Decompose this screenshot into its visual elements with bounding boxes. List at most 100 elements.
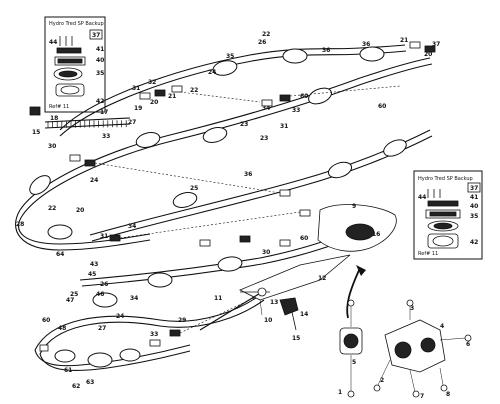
fitting [409, 41, 421, 49]
inset-part-number: 41 [470, 194, 478, 201]
pivot-wheel [394, 341, 412, 359]
inset-part-number: 44 [49, 39, 57, 46]
pivot-pin [412, 390, 420, 398]
inset-number: 37 [92, 32, 100, 39]
part-number-label: 31 [100, 233, 108, 240]
inset-ref-code: Ref# 11 [49, 104, 69, 110]
inset-title: Hydro Tred SP Backup [418, 176, 473, 182]
fitting [84, 159, 96, 167]
hose-float [217, 256, 243, 272]
inset-part-number: 40 [96, 57, 104, 64]
hose-lowest-bottom [39, 299, 265, 355]
hose-left-loop-bottom [18, 215, 151, 245]
rod-assembly [199, 287, 267, 331]
cleaner-foot [279, 297, 299, 316]
hose-float [172, 192, 198, 208]
hose-floats [29, 46, 407, 368]
part-number-label: 62 [72, 383, 80, 390]
inset-part-number: 42 [96, 98, 104, 105]
part-number-label: 60 [300, 235, 308, 242]
rod [199, 291, 263, 331]
part-number-label: 31 [132, 85, 140, 92]
fitting [29, 106, 41, 116]
fitting [39, 344, 49, 352]
inset-number: 37 [470, 185, 478, 192]
part-number-label: 61 [64, 367, 72, 374]
part-number-label: 2 [380, 377, 384, 384]
inset-title: Hydro Tred SP Backup [49, 21, 104, 27]
part-number-label: 36 [244, 171, 252, 178]
part-number-label: 22 [262, 31, 270, 38]
inset-parts-icons [425, 189, 461, 249]
hose-float [212, 60, 238, 76]
part-number-label: 45 [88, 271, 96, 278]
part-number-label: 17 [100, 109, 108, 116]
hose-float [92, 292, 118, 308]
swivel-cap [347, 390, 355, 398]
part-number-label: 20 [424, 51, 432, 58]
part-number-label: 27 [98, 325, 106, 332]
inset-ref-code: Ref# 11 [418, 251, 438, 257]
inset-part-number: 42 [470, 239, 478, 246]
part-number-label: 22 [48, 205, 56, 212]
part-number-label: 20 [76, 207, 84, 214]
part-number-label: 48 [58, 325, 66, 332]
hose-float [147, 272, 173, 288]
inset-top-left: Hydro Tred SP Backup 37 44 41 40 35 42 R… [44, 16, 106, 113]
flow-arrow [346, 267, 361, 319]
fitting [279, 189, 291, 197]
part-number-label: 37 [432, 41, 440, 48]
pivot-wheel [420, 337, 436, 353]
flow-arrow-head [356, 265, 366, 276]
hose-float [202, 127, 228, 143]
cleaner-assembly [239, 204, 397, 331]
part-number-label: 32 [148, 79, 156, 86]
part-number-label: 15 [32, 129, 40, 136]
part-number-label: 9 [352, 203, 356, 210]
part-number-label: 34 [130, 295, 138, 302]
hose-float [135, 132, 161, 148]
part-number-label: 27 [128, 119, 136, 126]
inset-part-number: 41 [96, 46, 104, 53]
fittings [29, 41, 436, 352]
inset-part-number: 35 [96, 70, 104, 77]
part-number-label: 18 [50, 115, 58, 122]
hose-float [119, 348, 141, 362]
part-number-label: 36 [322, 47, 330, 54]
pivot-pin [373, 384, 381, 392]
part-number-label: 3 [410, 305, 414, 312]
coil-hose [44, 117, 131, 123]
part-number-label: 21 [168, 93, 176, 100]
fitting [199, 239, 211, 247]
pivot-pin [406, 299, 414, 307]
hose-float [282, 48, 308, 64]
part-number-label: 21 [400, 37, 408, 44]
part-number-label: 47 [66, 297, 74, 304]
swivel-core [343, 333, 359, 349]
fitting [149, 339, 161, 347]
fitting [69, 154, 81, 162]
part-number-label: 33 [150, 331, 158, 338]
part-number-label: 35 [226, 53, 234, 60]
part-number-label: 46 [96, 291, 104, 298]
fitting [299, 209, 311, 217]
part-number-label: 26 [258, 39, 266, 46]
hose-middle-top [19, 57, 431, 211]
hose-float [54, 349, 76, 363]
hose-float [87, 352, 113, 368]
part-number-label: 7 [420, 393, 424, 400]
inset-parts-icons [53, 36, 86, 97]
part-number-label: 10 [264, 317, 272, 324]
fitting [171, 85, 183, 93]
part-number-label: 15 [292, 335, 300, 342]
part-number-label: 11 [214, 295, 222, 302]
fitting [424, 45, 436, 53]
hose-left-loop-top [15, 209, 151, 251]
part-number-label: 1 [338, 389, 342, 396]
part-number-label: 24 [116, 313, 124, 320]
part-number-label: 25 [190, 185, 198, 192]
inset-right: Hydro Tred SP Backup 37 44 41 40 35 42 R… [413, 170, 483, 260]
inset-number-box [89, 29, 103, 40]
part-number-label: 43 [90, 261, 98, 268]
fitting [169, 329, 181, 337]
